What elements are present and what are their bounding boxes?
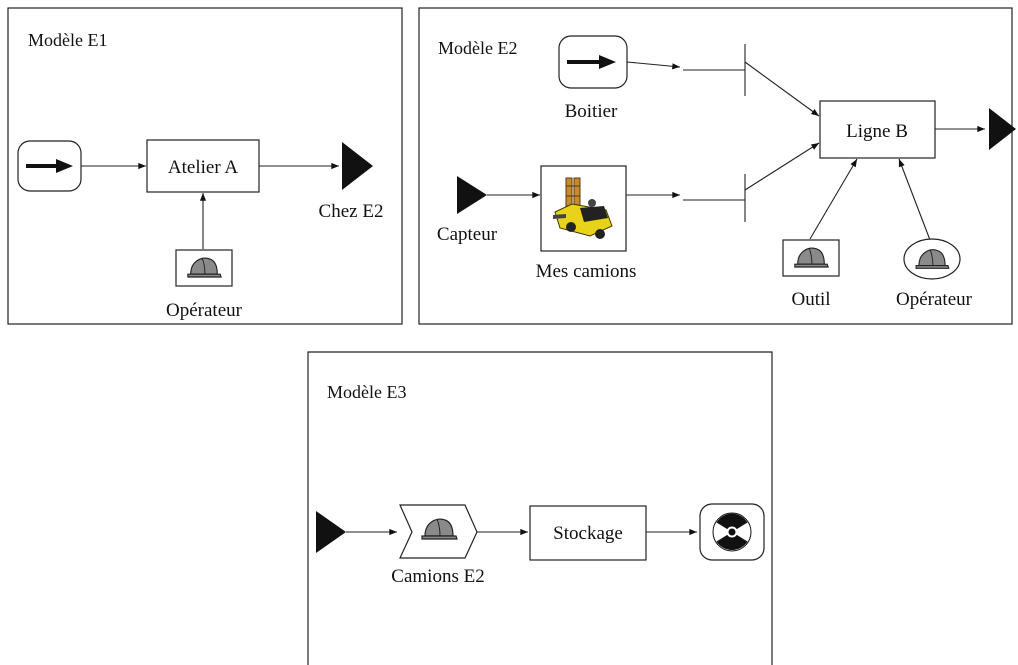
mes-camions-label: Mes camions	[536, 261, 637, 282]
boitier-node[interactable]	[558, 35, 628, 89]
flow-arrow	[626, 61, 681, 70]
camions-e2-node[interactable]	[399, 504, 478, 559]
atelier-a-label: Atelier A	[168, 157, 238, 178]
operateur-node[interactable]	[175, 249, 233, 287]
stockage-label: Stockage	[553, 523, 623, 544]
operateur-label: Opérateur	[166, 300, 243, 321]
capteur-label: Capteur	[437, 224, 498, 245]
panel-e3-title: Modèle E3	[327, 382, 406, 402]
panel-e3: Modèle E3 Camions E2 Stockage	[307, 351, 773, 665]
panel-e1-title: Modèle E1	[28, 30, 107, 50]
flow-arrow	[744, 61, 820, 117]
panel-e2: Modèle E2 Boitier Capteur	[418, 7, 1016, 325]
outil-node[interactable]	[782, 239, 840, 277]
ligne-b-node[interactable]: Ligne B	[819, 100, 936, 159]
forklift-icon	[553, 177, 613, 239]
triangle-marker-icon	[342, 142, 373, 190]
input-arrow-source[interactable]	[17, 140, 82, 192]
triangle-marker-icon	[989, 108, 1016, 150]
atelier-a-node[interactable]: Atelier A	[146, 139, 260, 193]
radiation-icon	[712, 512, 752, 552]
destination-label: Chez E2	[319, 201, 384, 222]
panel-e2-title: Modèle E2	[438, 38, 517, 58]
operateur-e2-node[interactable]	[903, 238, 961, 280]
flow-arrow	[809, 158, 858, 240]
flow-arrow	[898, 158, 931, 241]
mes-camions-node[interactable]	[540, 165, 627, 252]
camions-e2-label: Camions E2	[391, 566, 484, 587]
flow-arrow	[744, 142, 820, 191]
outil-label: Outil	[791, 289, 830, 310]
triangle-marker-icon	[316, 511, 346, 553]
panel-e1: Modèle E1 Atelier A Chez E2 Opérateur	[7, 7, 403, 325]
stockage-node[interactable]: Stockage	[529, 505, 647, 561]
arrow-right-icon	[26, 159, 73, 173]
boitier-label: Boitier	[565, 101, 618, 122]
operateur-e2-label: Opérateur	[896, 289, 973, 310]
triangle-marker-icon	[457, 176, 487, 214]
radiation-sink-node[interactable]	[699, 503, 765, 561]
arrow-right-icon	[567, 55, 616, 69]
ligne-b-label: Ligne B	[846, 121, 908, 142]
